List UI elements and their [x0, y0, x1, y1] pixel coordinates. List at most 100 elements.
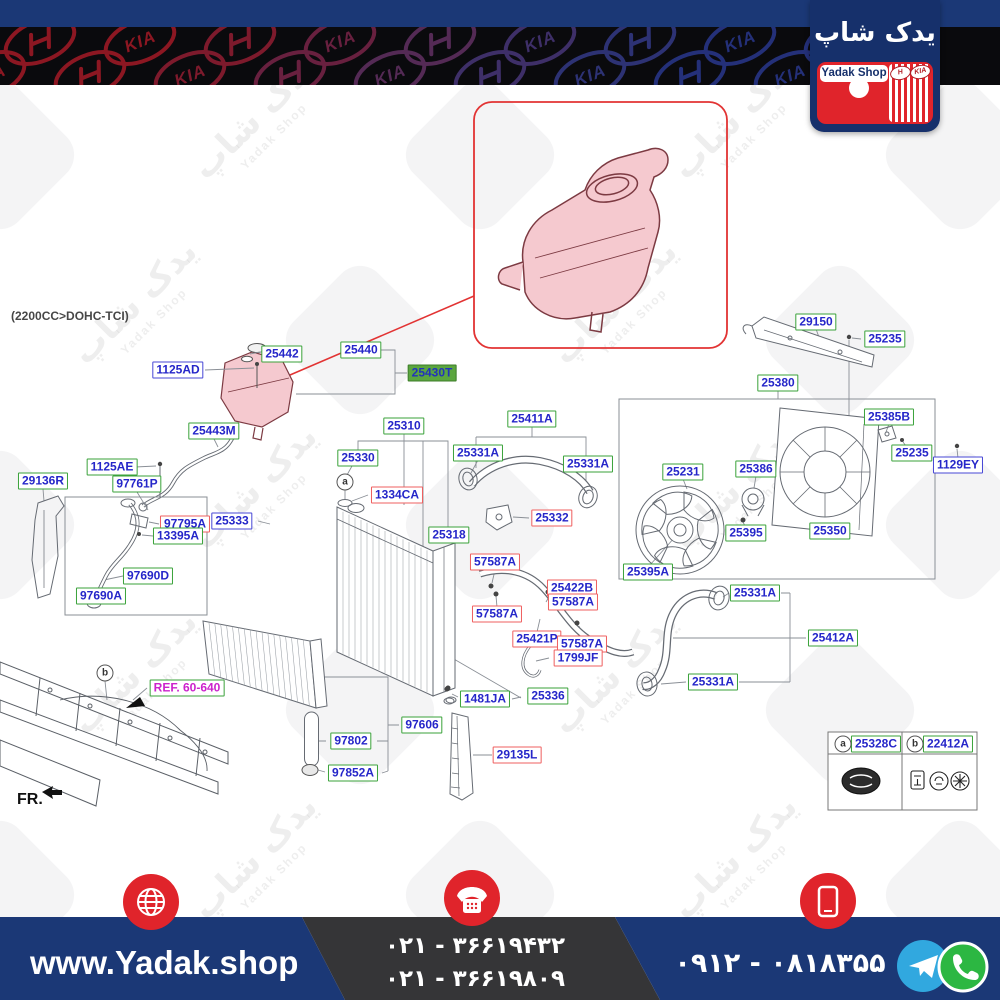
part-label-25331A: 25331A [562, 455, 614, 473]
part-label-57587A: 57587A [469, 553, 521, 571]
website-url[interactable]: www.Yadak.shop [30, 944, 299, 981]
svg-text:KIA: KIA [322, 27, 359, 56]
legend-table [827, 731, 978, 811]
part-label-57587A: 57587A [471, 605, 523, 623]
reservoir-hose [138, 427, 238, 512]
part-label-25235: 25235 [891, 444, 933, 462]
svg-text:KIA: KIA [572, 61, 609, 85]
part-label-1799JF: 1799JF [553, 649, 603, 667]
part-label-25331A: 25331A [729, 584, 781, 602]
part-label-25421P: 25421P [512, 630, 562, 648]
part-label-25386: 25386 [735, 460, 777, 478]
circled-letter-b: b [906, 735, 924, 753]
globe-icon [123, 874, 179, 930]
part-label-25430T: 25430T [407, 364, 457, 382]
part-label-25412A: 25412A [807, 629, 859, 647]
phone-line-2: ۰۲۱ - ۳۶۶۱۹۸۰۹ [385, 966, 565, 992]
air-guard-left [31, 495, 65, 599]
engine-spec-note: (2200CC>DOHC-TCI) [11, 309, 129, 323]
part-label-25440: 25440 [340, 341, 382, 359]
part-label-97690A: 97690A [75, 587, 127, 605]
telephone-icon [444, 870, 500, 926]
front-direction-label: FR. [17, 791, 43, 808]
upper-radiator-hose [458, 455, 598, 509]
circled-letter-b: b [96, 664, 114, 682]
part-label-1129EY: 1129EY [932, 456, 984, 474]
part-label-97606: 97606 [401, 716, 443, 734]
fan-motor [741, 487, 765, 517]
highlight-callout [282, 101, 728, 379]
circled-letter-a: a [834, 735, 852, 753]
part-label-REF-60-640: REF. 60-640 [149, 679, 225, 697]
part-label-1334CA: 1334CA [370, 486, 424, 504]
part-label-25395A: 25395A [622, 563, 674, 581]
yadak-shop-logo: Yadak Shop H KIA [817, 62, 933, 124]
part-label-25331A: 25331A [452, 444, 504, 462]
ref-arrow-icon [126, 697, 145, 708]
part-label-97852A: 97852A [327, 764, 379, 782]
part-label-97690D: 97690D [122, 567, 174, 585]
svg-text:KIA: KIA [772, 61, 809, 85]
part-label-25330: 25330 [337, 449, 379, 467]
fan-shroud [771, 407, 880, 537]
phone-line-1: ۰۲۱ - ۳۶۶۱۹۴۳۲ [385, 933, 565, 959]
part-label-25231: 25231 [662, 463, 704, 481]
part-label-25380: 25380 [757, 374, 799, 392]
part-label-1125AE: 1125AE [86, 458, 138, 476]
footer-gray-middle [302, 917, 660, 1000]
svg-text:KIA: KIA [372, 61, 409, 85]
part-label-1125AD: 1125AD [152, 361, 204, 379]
part-label-1481JA: 1481JA [459, 690, 511, 708]
callout-reservoir-tank [497, 147, 669, 333]
telegram-icon[interactable] [897, 940, 949, 992]
part-label-25411A: 25411A [507, 410, 557, 428]
svg-text:KIA: KIA [0, 61, 9, 85]
part-label-22412A: 22412A [922, 735, 974, 753]
lower-radiator-hose [636, 585, 730, 697]
caution-icons [910, 770, 970, 791]
fr-arrow-icon [42, 786, 62, 799]
upper-support-bracket [742, 316, 875, 368]
fan-assembly-group [618, 398, 960, 580]
part-label-29136R: 29136R [17, 472, 69, 490]
svg-text:KIA: KIA [722, 27, 759, 56]
part-label-25336: 25336 [527, 687, 569, 705]
footer [0, 870, 1000, 1000]
radiator-bracket [485, 504, 513, 531]
part-label-29135L: 29135L [492, 746, 542, 764]
part-label-97802: 97802 [330, 732, 372, 750]
part-label-25332: 25332 [531, 509, 573, 527]
part-label-57587A: 57587A [556, 635, 608, 653]
whatsapp-icon[interactable] [937, 941, 989, 993]
part-label-25350: 25350 [809, 522, 851, 540]
radiator-cap-icon [841, 767, 881, 795]
part-label-25333: 25333 [211, 512, 253, 530]
svg-text:KIA: KIA [522, 27, 559, 56]
kia-logo-icon: KIA [908, 62, 933, 82]
part-label-29150: 29150 [795, 313, 837, 331]
part-label-25395: 25395 [725, 524, 767, 542]
logo-stripes: H KIA [888, 62, 933, 122]
yadak-shop-wordmark: Yadak Shop [820, 65, 888, 82]
brand-card: یدک شاپ Yadak Shop H KIA [810, 0, 940, 132]
part-label-25385B: 25385B [863, 408, 915, 426]
part-label-25328C: 25328C [850, 735, 902, 753]
circled-letter-a: a [336, 473, 354, 491]
part-label-25310: 25310 [383, 417, 425, 435]
svg-text:KIA: KIA [122, 27, 159, 56]
hose-clamp-icon [458, 467, 598, 509]
logo-dot [849, 78, 869, 98]
hyundai-logo-icon: H [888, 63, 913, 83]
part-label-25318: 25318 [428, 526, 470, 544]
svg-text:KIA: KIA [172, 61, 209, 85]
part-label-25443M: 25443M [188, 422, 240, 440]
front-end-module [0, 661, 229, 807]
part-label-25331A: 25331A [687, 673, 739, 691]
part-label-25442: 25442 [261, 345, 303, 363]
mobile-number: ۰۹۱۲ - ۰۸۱۸۳۵۵ [674, 948, 886, 979]
radiator [336, 499, 457, 705]
condenser [202, 620, 328, 776]
part-label-97761P: 97761P [112, 475, 162, 493]
